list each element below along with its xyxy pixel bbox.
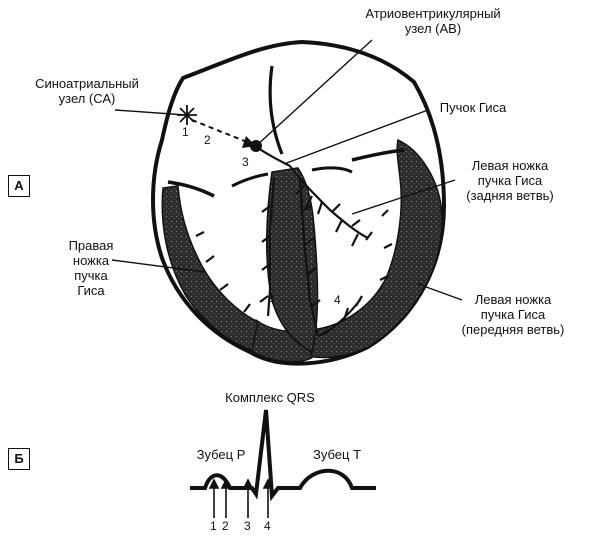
interventricular-septum xyxy=(266,167,319,354)
panel-label-b: Б xyxy=(8,448,30,470)
p-wave-label: Зубец Р xyxy=(196,447,246,462)
av-node-label: Атриовентрикулярный узел (АВ) xyxy=(365,6,501,36)
ecg-arrows xyxy=(208,478,274,518)
left-ventricle-wall xyxy=(307,138,443,359)
ecg-number-1: 1 xyxy=(210,519,217,533)
his-bundle-branches xyxy=(195,147,393,338)
ecg-number-2: 2 xyxy=(222,519,229,533)
heart-number-4-right: 4 xyxy=(334,293,341,307)
right-valve-plane xyxy=(167,180,215,198)
left-valve-plane xyxy=(351,148,405,162)
inner-valve-right xyxy=(311,166,353,174)
heart-number-4-left: 4 xyxy=(268,293,275,307)
ecg-trace xyxy=(190,409,376,502)
ecg-number-4: 4 xyxy=(264,519,271,533)
leader-lines xyxy=(111,39,463,301)
heart-number-1: 1 xyxy=(182,125,189,139)
ecg-number-3: 3 xyxy=(244,519,251,533)
qrs-complex-label: Комплекс QRS xyxy=(225,390,315,405)
heart-number-2: 2 xyxy=(204,133,211,147)
inner-valve-left xyxy=(231,172,269,188)
right-ventricle-wall xyxy=(161,185,259,351)
sa-node-star xyxy=(177,105,197,125)
t-wave-label: Зубец Т xyxy=(312,447,362,462)
atrial-septum xyxy=(268,65,284,155)
heart-number-3: 3 xyxy=(242,155,249,169)
right-bundle-branch-label: Правая ножка пучка Гиса xyxy=(68,238,114,298)
sa-to-av-dashed-path xyxy=(191,119,253,145)
panel-label-a: А xyxy=(8,175,30,197)
left-posterior-branch-label: Левая ножка пучка Гиса (задняя ветвь) xyxy=(466,158,554,203)
his-bundle-label: Пучок Гиса xyxy=(439,100,507,115)
sa-node-label: Синоатриальный узел (СА) xyxy=(35,76,139,106)
left-anterior-branch-label: Левая ножка пучка Гиса (передняя ветвь) xyxy=(461,292,565,337)
